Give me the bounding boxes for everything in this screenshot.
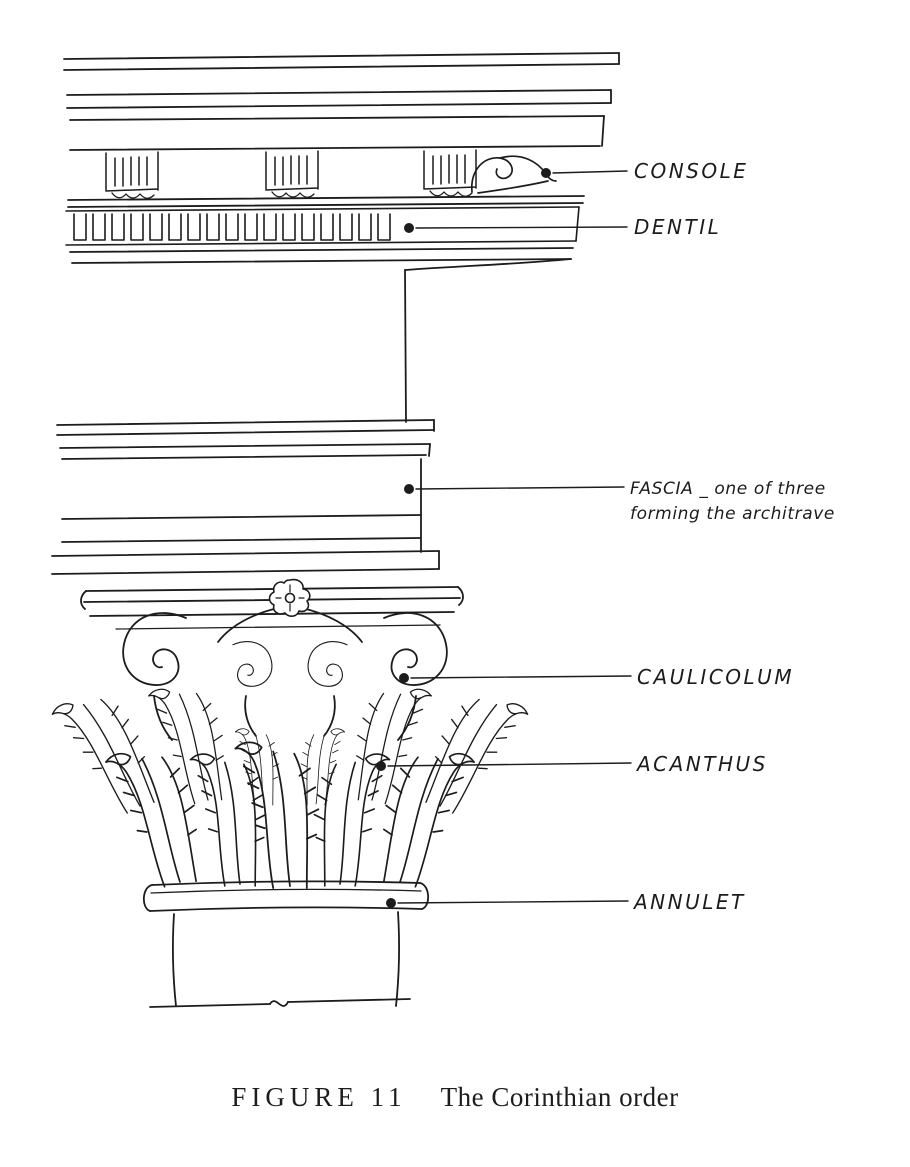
architrave-drawing [51,419,440,575]
dentil-band [65,206,580,246]
modillion-blocks [105,149,477,199]
fascia-label: FASCIA _ one of three forming the archit… [630,477,835,527]
fascia-label-line1: FASCIA _ one of three [630,479,826,499]
leader-line-acanthus [387,762,632,767]
console-label: CONSOLE [634,159,749,183]
figure-number: FIGURE 11 [231,1082,407,1112]
figure-title: The Corinthian order [440,1082,679,1112]
break-mark [269,1000,289,1007]
column-shaft [149,911,411,1008]
cornice-drawing [63,52,620,151]
acanthus-label: ACANTHUS [637,752,768,776]
leader-annotations [376,168,632,908]
frieze-drawing [69,247,574,423]
figure-caption: FIGURE 11 The Corinthian order [0,1082,910,1113]
leader-dot-dentil [404,223,414,233]
leader-dot-console [541,168,551,178]
leader-line-fascia [415,486,625,490]
fascia-label-line2: forming the architrave [630,504,835,524]
annulet-label: ANNULET [634,890,746,914]
leader-line-console [552,170,628,174]
dentil-label: DENTIL [634,215,722,239]
caulicolum-label: CAULICOLUM [637,665,795,689]
cornice-fillets [67,195,585,208]
leader-dot-caulicolum [399,673,409,683]
caulicoli-volutes [122,607,448,741]
leader-dot-acanthus [376,761,386,771]
leader-dot-annulet [386,898,396,908]
fleuron-rosette [268,578,311,617]
leader-line-dentil [415,226,628,229]
leader-dot-fascia [404,484,414,494]
leader-line-annulet [397,900,629,904]
annulet-band [142,880,430,912]
leader-line-caulicolum [410,675,632,679]
